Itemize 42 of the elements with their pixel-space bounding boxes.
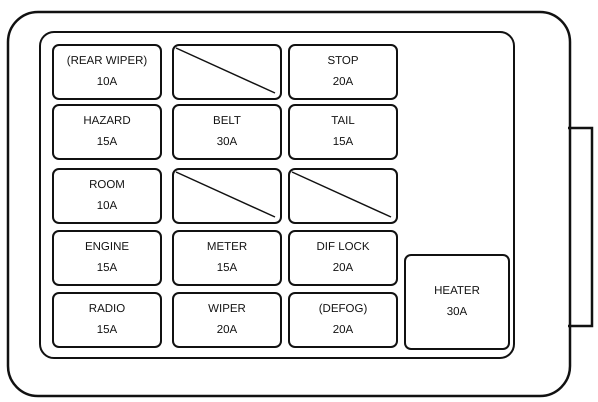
fuse-box	[52, 44, 162, 100]
fuse-rating: 15A	[96, 262, 118, 274]
fuse-name: HAZARD	[83, 116, 131, 128]
fuse-rating: 30A	[446, 306, 468, 318]
fuse-name: WIPER	[208, 304, 246, 316]
fuse-rating: 30A	[216, 136, 238, 148]
fuse-box	[288, 292, 398, 348]
fuse-box	[172, 230, 282, 286]
fuse-box	[172, 292, 282, 348]
fuse-rating: 15A	[332, 136, 354, 148]
fuse-rating: 15A	[96, 136, 118, 148]
fuse-box	[404, 254, 510, 350]
fuse-name: ROOM	[89, 180, 125, 192]
fuse-name: (REAR WIPER)	[66, 56, 148, 68]
fuse-name: DIF LOCK	[316, 242, 370, 254]
empty-fuse-slot	[172, 168, 282, 224]
fuse-name: STOP	[327, 56, 359, 68]
fuse-name: ENGINE	[84, 242, 130, 254]
fuse-name: RADIO	[88, 304, 126, 316]
fuse-box	[52, 230, 162, 286]
fuse-name: METER	[206, 242, 248, 254]
fuse-rating: 10A	[96, 200, 118, 212]
empty-fuse-slot	[172, 44, 282, 100]
fuse-name: BELT	[213, 116, 241, 128]
fuse-rating: 10A	[96, 76, 118, 88]
fuse-box	[52, 292, 162, 348]
fuse-rating: 20A	[332, 262, 354, 274]
fuse-box	[288, 230, 398, 286]
fuse-box	[52, 104, 162, 160]
empty-fuse-slot	[288, 168, 398, 224]
fuse-rating: 15A	[216, 262, 238, 274]
fuse-rating: 20A	[332, 324, 354, 336]
fuse-box	[172, 104, 282, 160]
fuse-box	[288, 44, 398, 100]
fuse-box	[52, 168, 162, 224]
fuse-name: HEATER	[434, 286, 480, 298]
fuse-name: (DEFOG)	[318, 304, 368, 316]
fuse-rating: 20A	[332, 76, 354, 88]
fuse-rating: 20A	[216, 324, 238, 336]
fuse-rating: 15A	[96, 324, 118, 336]
fuse-box	[288, 104, 398, 160]
fuse-name: TAIL	[331, 116, 355, 128]
